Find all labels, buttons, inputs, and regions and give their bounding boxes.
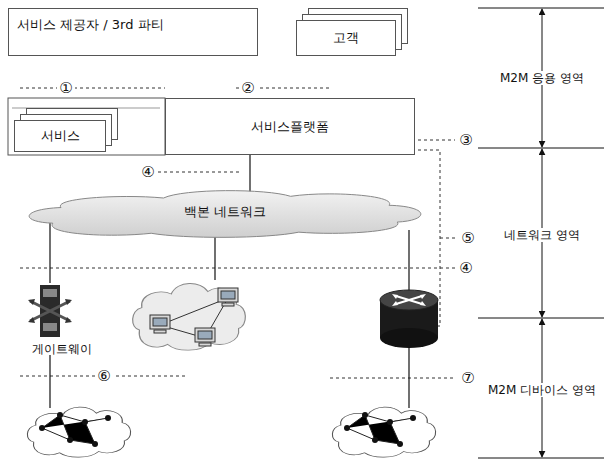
platform-box: 서비스플랫폼 <box>165 98 415 155</box>
node-label: 게이트웨이 <box>32 341 92 358</box>
region-label: M2M 디바이스 영역 <box>486 383 598 397</box>
wires <box>50 230 409 408</box>
callout-number: ⑥ <box>95 367 112 385</box>
callout-number: ⑤ <box>459 229 476 247</box>
platform-frame <box>8 98 165 155</box>
callout-number: ④ <box>139 163 156 181</box>
callout-number: ⑦ <box>459 369 476 387</box>
callout-number: ② <box>239 79 256 97</box>
node-label: 서비스플랫폼 <box>251 118 329 136</box>
callout-number: ① <box>57 79 74 97</box>
gateway-symbol <box>26 283 76 339</box>
node-label: 서비스 <box>41 127 80 145</box>
provider-box: 서비스 제공자 / 3rd 파티 <box>8 8 258 56</box>
node-label: 백본 네트워크 <box>184 203 266 221</box>
callout-number: ④ <box>457 259 474 277</box>
callout-number: ③ <box>457 131 474 149</box>
node-label: 서비스 제공자 / 3rd 파티 <box>17 16 164 34</box>
computer-cloud <box>133 283 246 350</box>
router-symbol <box>380 290 438 348</box>
region-axis <box>478 8 604 458</box>
region-label: M2M 응용 영역 <box>498 71 586 85</box>
device-cloud <box>27 407 435 457</box>
gateway-node: 게이트웨이 <box>12 283 112 359</box>
region-label: 네트워크 영역 <box>502 228 582 242</box>
service-box: 서비스 <box>14 120 106 152</box>
node-label: 고객 <box>333 29 359 47</box>
backbone-cloud: 백본 네트워크 <box>20 184 430 240</box>
customer-box: 고객 <box>296 20 396 56</box>
connector <box>49 218 50 283</box>
